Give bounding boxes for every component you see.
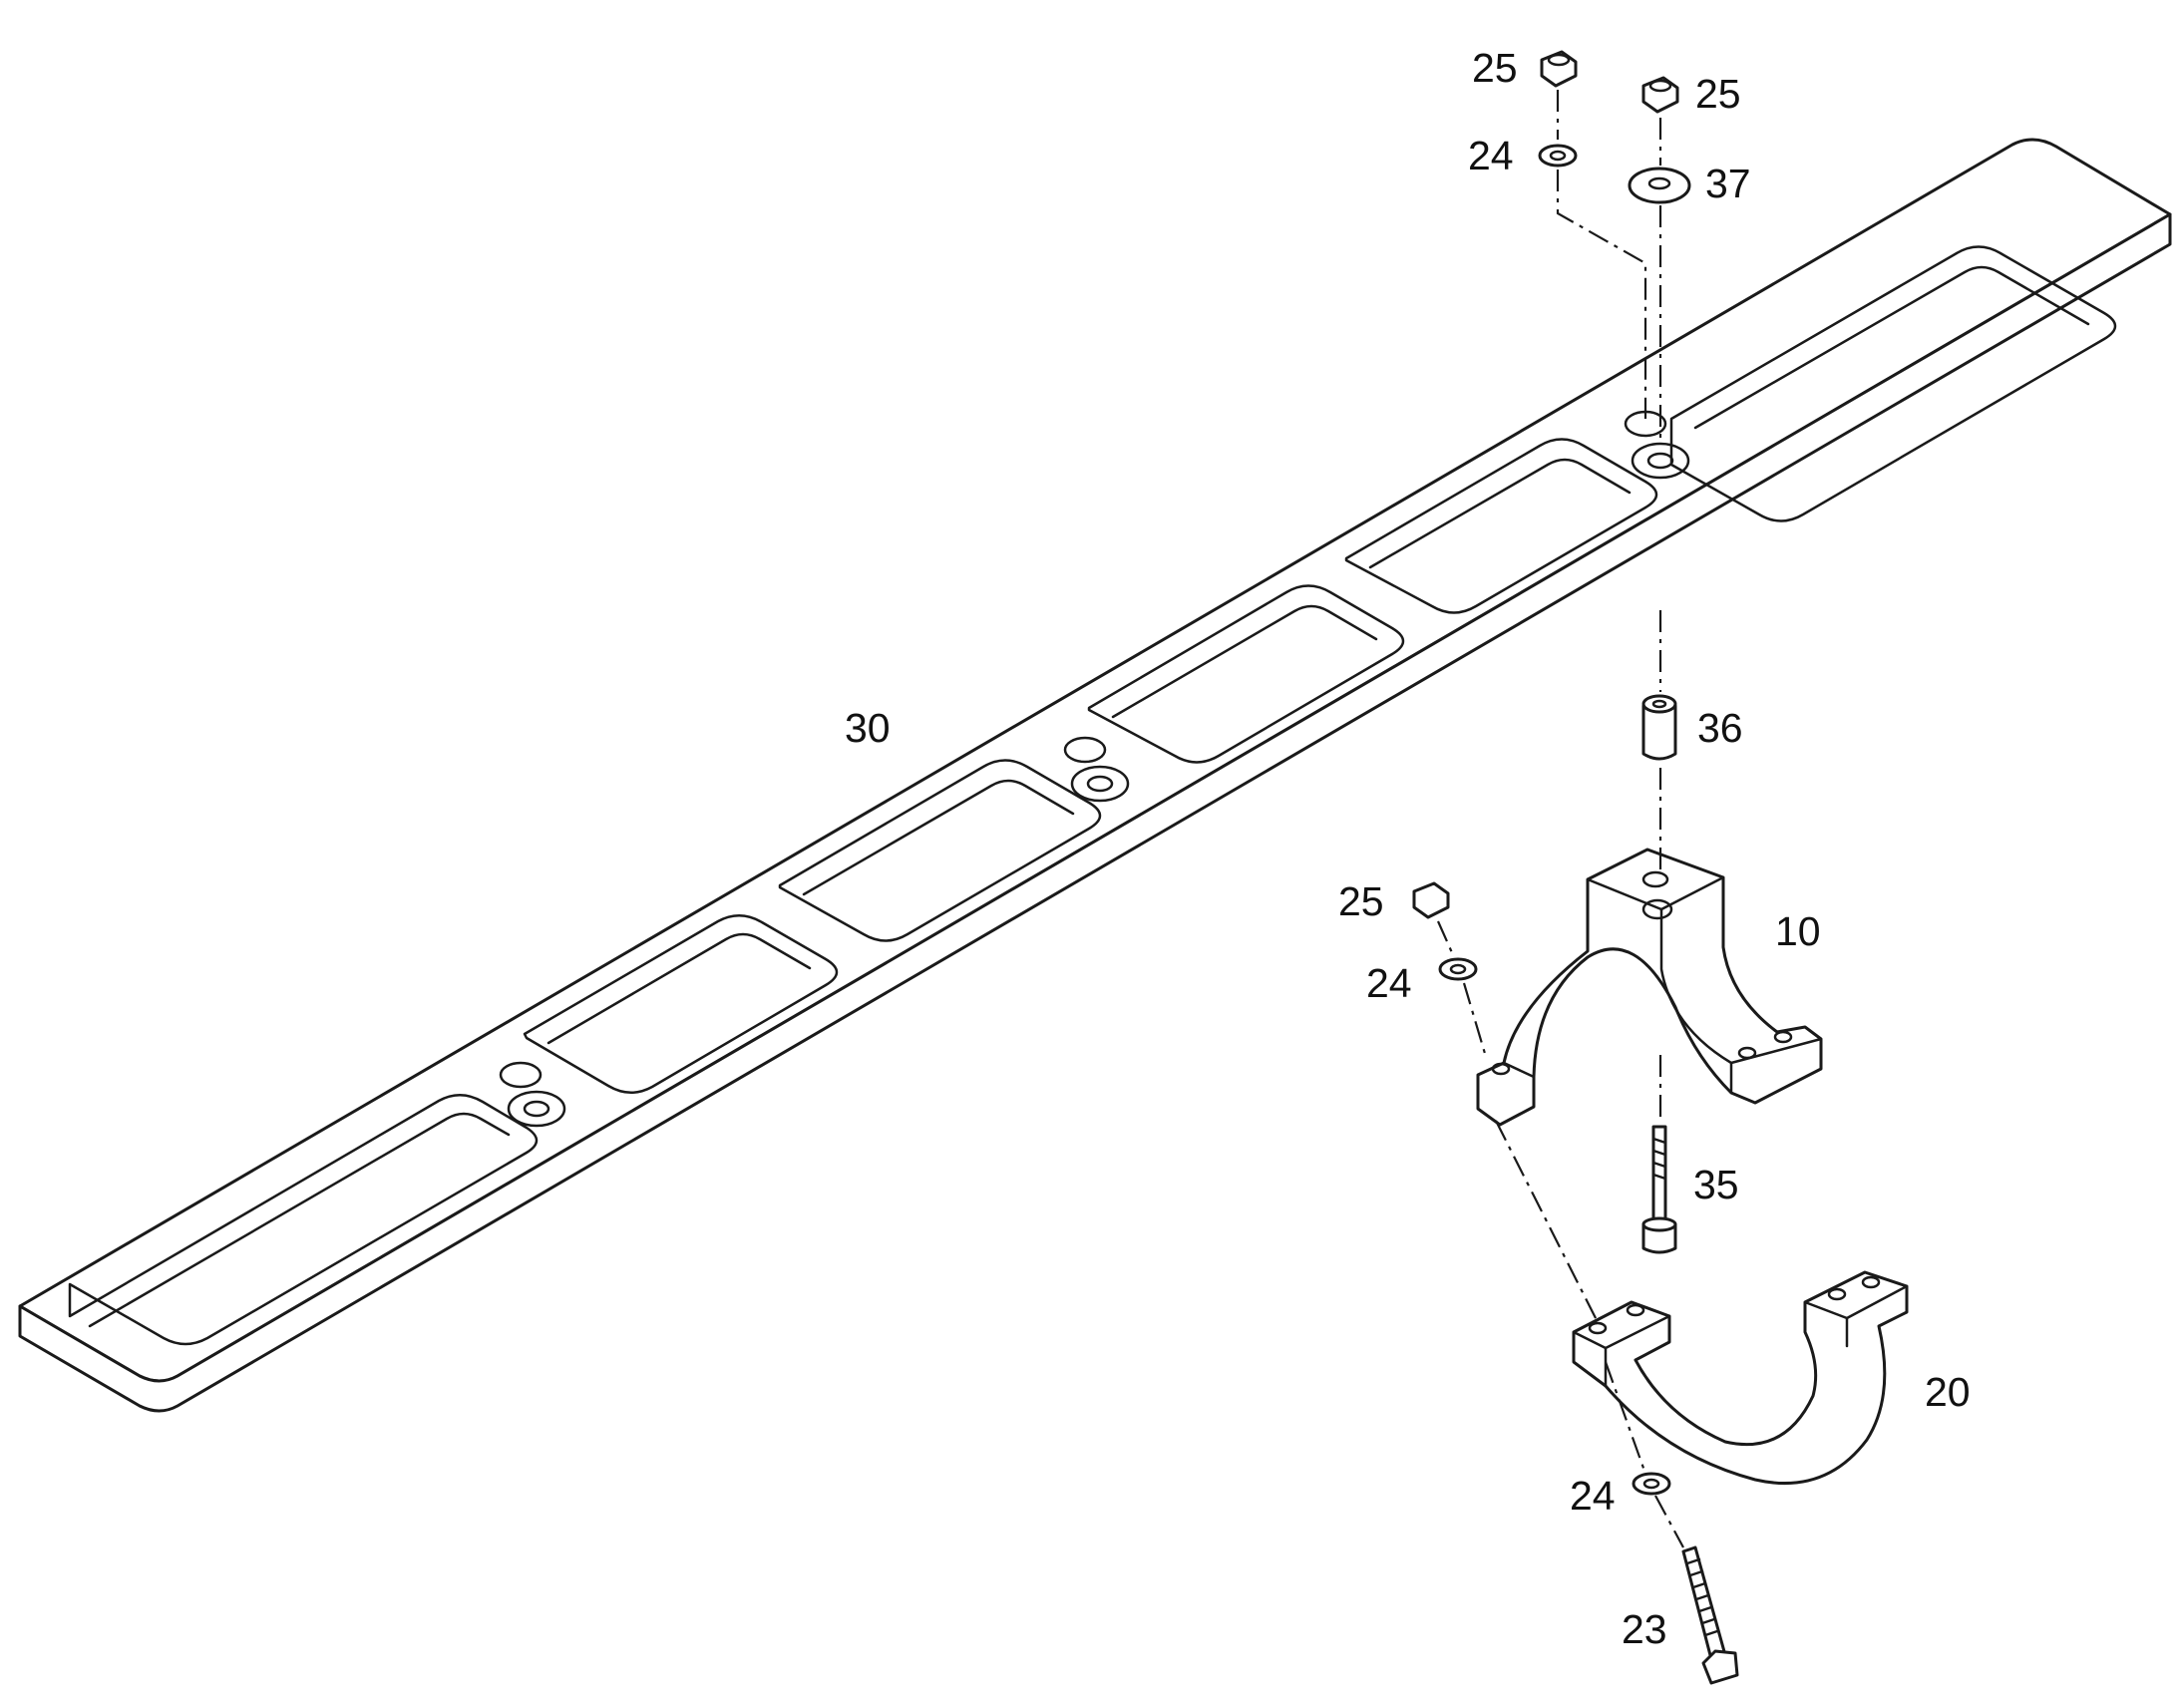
callout-30: 30 bbox=[845, 705, 891, 751]
screw-part-23 bbox=[1681, 1545, 1739, 1685]
nut-part-25-middle bbox=[1412, 881, 1450, 919]
frame-rail-part-30 bbox=[18, 138, 2172, 1413]
callout-36: 36 bbox=[1697, 705, 1743, 751]
upper-clamp-part-10 bbox=[1476, 848, 1823, 1127]
callout-25-middle: 25 bbox=[1338, 878, 1384, 924]
washer-part-24-bottom bbox=[1632, 1472, 1671, 1496]
callout-25-top-left: 25 bbox=[1472, 45, 1518, 91]
assembly-center-lines bbox=[1436, 90, 1684, 1548]
callout-24-bottom: 24 bbox=[1570, 1473, 1616, 1519]
callout-20: 20 bbox=[1925, 1369, 1971, 1415]
sleeve-part-36 bbox=[1641, 694, 1677, 761]
washer-part-24-middle bbox=[1438, 957, 1478, 981]
nut-part-25-top-left bbox=[1540, 50, 1578, 88]
nut-part-25-top-right bbox=[1641, 76, 1679, 114]
bolt-part-35 bbox=[1641, 1125, 1677, 1254]
callout-35: 35 bbox=[1693, 1162, 1739, 1207]
callout-labels: 30 10 20 23 24 24 24 25 25 25 35 36 37 bbox=[845, 45, 1971, 1652]
washer-part-24-top bbox=[1538, 144, 1578, 168]
callout-25-top-right: 25 bbox=[1695, 71, 1741, 117]
washer-part-37 bbox=[1628, 167, 1691, 204]
lower-clamp-part-20 bbox=[1572, 1270, 1909, 1485]
callout-24-top: 24 bbox=[1468, 133, 1514, 178]
callout-23: 23 bbox=[1622, 1606, 1667, 1652]
callout-10: 10 bbox=[1775, 908, 1821, 954]
callout-37: 37 bbox=[1705, 161, 1751, 206]
callout-24-middle: 24 bbox=[1366, 960, 1412, 1006]
